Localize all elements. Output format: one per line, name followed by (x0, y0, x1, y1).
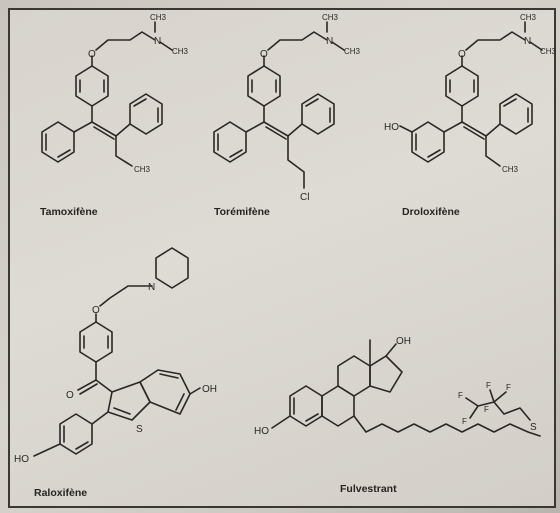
raloxifene-structure (33, 247, 201, 457)
droloxifene-structure (399, 21, 543, 167)
toremifene-structure (213, 21, 345, 189)
atom-o: O (458, 49, 466, 60)
atom-f: F (462, 417, 467, 426)
atom-o: O (66, 390, 74, 401)
caption-droloxifene: Droloxifène (402, 206, 460, 218)
tamoxifene-structure (41, 21, 173, 167)
atom-ho: HO (254, 426, 269, 437)
caption-raloxifene: Raloxifène (34, 487, 87, 499)
atom-ho: HO (384, 122, 399, 133)
caption-toremifene: Torémifène (214, 206, 270, 218)
caption-tamoxifene: Tamoxifène (40, 206, 98, 218)
atom-ch3: CH3 (540, 47, 557, 56)
atom-oh: OH (396, 336, 411, 347)
atom-oh: OH (202, 384, 217, 395)
atom-n: N (524, 36, 531, 47)
atom-f: F (486, 381, 491, 390)
atom-o: O (92, 305, 100, 316)
atom-ch3: CH3 (344, 47, 361, 56)
atom-ch3: CH3 (172, 47, 189, 56)
atom-ch3: CH3 (502, 165, 519, 174)
atom-ch3: CH3 (520, 13, 537, 22)
atom-f: F (506, 383, 511, 392)
atom-ch3: CH3 (134, 165, 151, 174)
fulvestrant-structure (271, 339, 541, 437)
atom-ch3: CH3 (322, 13, 339, 22)
atom-ch3: CH3 (150, 13, 167, 22)
atom-o: O (88, 49, 96, 60)
atom-ho: HO (14, 454, 29, 465)
figure-frame (8, 8, 556, 508)
atom-cl: Cl (300, 192, 309, 203)
atom-f: F (484, 405, 489, 414)
atom-o: O (260, 49, 268, 60)
atom-s: S (530, 422, 537, 433)
atom-s: S (136, 424, 143, 435)
atom-n: N (148, 282, 155, 293)
atom-n: N (154, 36, 161, 47)
atom-f: F (458, 391, 463, 400)
caption-fulvestrant: Fulvestrant (340, 483, 397, 495)
atom-n: N (326, 36, 333, 47)
